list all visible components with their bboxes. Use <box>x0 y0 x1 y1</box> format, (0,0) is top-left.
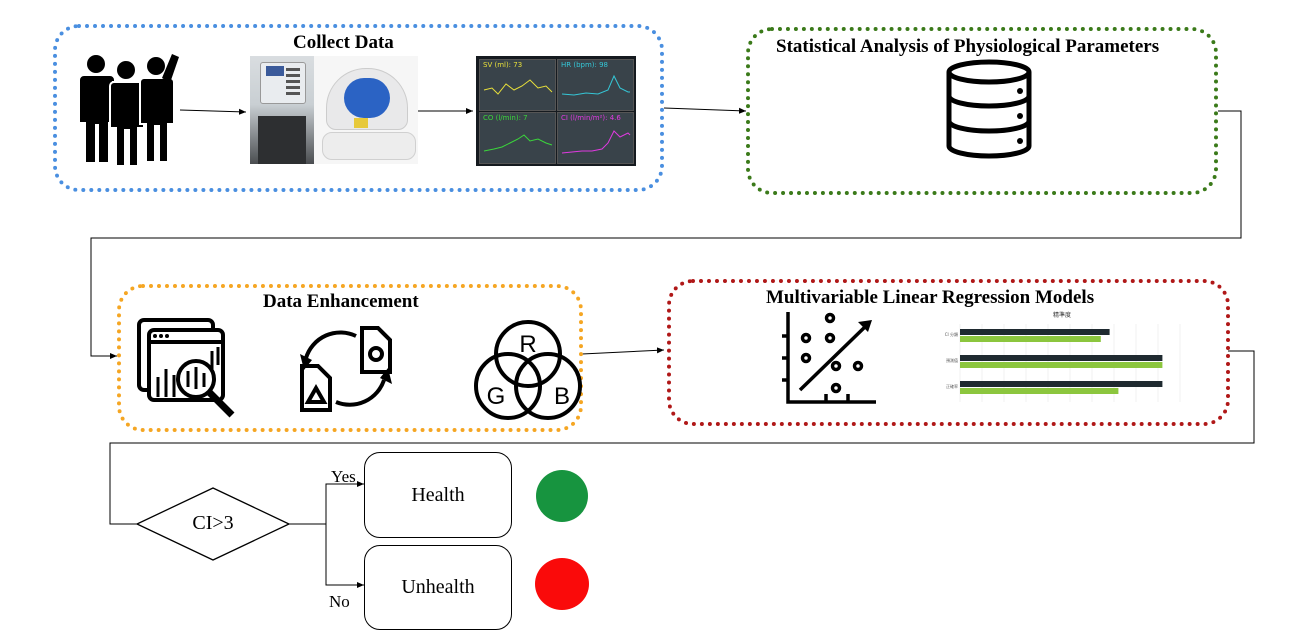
monitor-panel-hr: HR (bpm): 98 <box>557 59 634 111</box>
statistical-analysis-group <box>746 27 1218 195</box>
arrow-collect-to-stats <box>663 107 747 114</box>
database-icon <box>946 59 1032 159</box>
statistical-analysis-title: Statistical Analysis of Physiological Pa… <box>776 36 1160 57</box>
mini-chart-bar <box>960 388 1119 394</box>
data-analysis-icon <box>137 318 235 418</box>
unhealth-label: Unhealth <box>401 576 475 598</box>
blood-pressure-monitor-photo <box>314 56 418 164</box>
health-label: Health <box>411 483 465 506</box>
branch-no <box>325 524 364 588</box>
rgb-letter-b: B <box>554 383 570 410</box>
arrow-people-to-devices <box>179 108 247 115</box>
unhealth-box: Unhealth <box>364 545 512 630</box>
rgb-letter-r: R <box>519 331 536 358</box>
hemodynamic-monitor-screen: SV (ml): 73 HR (bpm): 98 CO (l/min): 7 C… <box>476 56 636 166</box>
mini-chart-category-label: CI 分類 <box>945 331 958 337</box>
mini-chart-bar <box>960 336 1101 342</box>
monitor-panel-co: CO (l/min): 7 <box>479 112 556 164</box>
mini-chart-category-label: 預測值 <box>946 357 958 363</box>
data-enhancement-title: Data Enhancement <box>263 291 419 312</box>
regression-models-title: Multivariable Linear Regression Models <box>766 287 1095 308</box>
decision-condition-label: CI>3 <box>192 512 234 534</box>
branch-yes <box>289 481 364 525</box>
connector-stats-to-enhance <box>90 110 1242 359</box>
mini-chart-title: 精準度 <box>1053 311 1071 319</box>
arrow-enhance-to-regression <box>581 347 665 355</box>
no-label: No <box>329 592 350 611</box>
monitor-panel-ci: CI (l/min/m²): 4.6 <box>557 112 634 164</box>
collect-data-group <box>53 24 664 192</box>
mini-chart-bar <box>960 362 1163 368</box>
unhealth-indicator-red <box>535 558 589 610</box>
mini-chart-category-label: 正確率 <box>946 383 958 389</box>
rgb-channels-icon: R G B <box>474 320 582 420</box>
mini-chart-bar <box>960 355 1163 361</box>
people-icon <box>80 54 179 167</box>
mini-chart-bar <box>960 329 1110 335</box>
medical-device-photo <box>250 56 314 164</box>
yes-label: Yes <box>331 467 356 486</box>
regression-models-group <box>667 279 1230 426</box>
file-conversion-icon <box>300 326 392 412</box>
health-indicator-green <box>536 470 588 522</box>
data-enhancement-group <box>117 284 583 432</box>
health-box: Health <box>364 452 512 538</box>
decision-diamond <box>135 487 291 561</box>
mini-chart-bar <box>960 381 1163 387</box>
scatter-regression-icon <box>782 312 876 404</box>
connector-regression-to-decision <box>109 350 1255 525</box>
monitor-panel-sv: SV (ml): 73 <box>479 59 556 111</box>
collect-data-title: Collect Data <box>293 32 394 53</box>
rgb-letter-g: G <box>487 383 506 410</box>
